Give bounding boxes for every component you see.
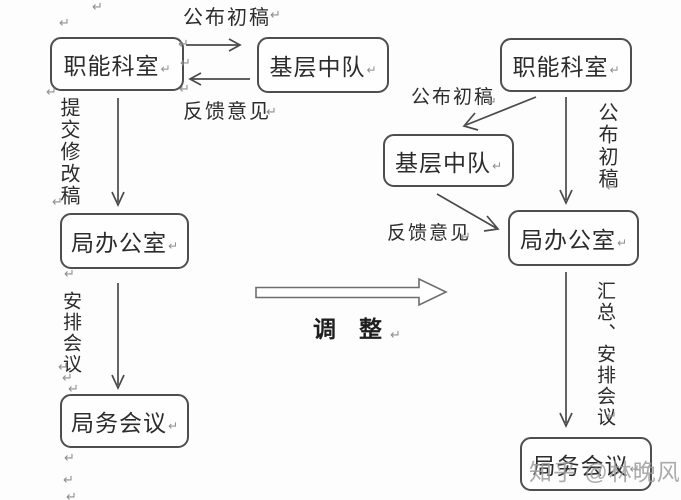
- node-label: 局务会议: [532, 454, 629, 479]
- return-mark-icon: ↵: [62, 371, 73, 386]
- return-mark-icon: ↵: [270, 8, 281, 23]
- watermark: 知乎 @林晚风: [529, 459, 681, 485]
- node-after-bureau-meeting: 局务会议 ↵: [520, 437, 652, 491]
- return-mark-icon: ↵: [167, 239, 179, 253]
- arrowhead-left-icon: [188, 72, 202, 86]
- return-mark-icon: ↵: [366, 63, 377, 77]
- arrowhead-downleft-icon: [462, 112, 479, 131]
- transition-label-adjust: 调 整: [313, 317, 382, 342]
- return-mark-icon: ↵: [390, 328, 401, 343]
- return-mark-icon: ↵: [160, 62, 171, 76]
- node-label: 局办公室: [70, 231, 167, 256]
- block-arrow-adjust: [255, 277, 448, 307]
- return-mark-icon: ↵: [179, 82, 190, 97]
- return-mark-icon: ↵: [180, 56, 191, 71]
- arrowhead-down-icon: [111, 191, 125, 208]
- node-before-bureau-meeting: 局务会议 ↵: [60, 394, 189, 448]
- return-mark-icon: ↵: [460, 230, 471, 245]
- return-mark-icon: ↵: [66, 490, 77, 500]
- arrowhead-right-icon: [228, 38, 242, 52]
- edge-label-submit-revised-draft: 提交修改稿: [57, 97, 79, 207]
- return-mark-icon: ↵: [616, 236, 628, 250]
- node-after-grassroots-squad: 基层中队 ↵: [383, 134, 514, 187]
- return-mark-icon: ↵: [68, 382, 79, 397]
- arrow-right-functional-to-squad: [465, 96, 537, 126]
- edge-label-publish-draft-to-squad: 公布初稿: [411, 87, 496, 108]
- edge-label-publish-draft-to-office: 公布初稿: [595, 102, 617, 190]
- return-mark-icon: ↵: [92, 0, 103, 15]
- return-mark-icon: ↵: [629, 462, 640, 476]
- edge-label-summarize-arrange-meeting: 汇总、安排会议: [594, 281, 615, 428]
- node-label: 职能科室: [512, 55, 609, 80]
- return-mark-icon: ↵: [266, 105, 277, 120]
- return-mark-icon: ↵: [491, 158, 503, 173]
- edge-label-feedback: 反馈意见: [183, 101, 271, 123]
- edge-label-feedback-right: 反馈意见: [387, 223, 472, 244]
- return-mark-icon: ↵: [606, 409, 617, 424]
- return-mark-icon: ↵: [63, 473, 74, 488]
- return-mark-icon: ↵: [64, 451, 75, 466]
- return-mark-icon: ↵: [606, 180, 617, 195]
- node-before-functional-section: 职能科室 ↵: [50, 37, 184, 91]
- return-mark-icon: ↵: [609, 63, 620, 77]
- node-label: 局办公室: [519, 228, 616, 253]
- arrowhead-down-icon: [559, 412, 573, 429]
- return-mark-icon: ↵: [178, 37, 189, 52]
- return-mark-icon: ↵: [64, 267, 75, 282]
- arrowhead-downright-icon: [483, 215, 500, 232]
- return-mark-icon: ↵: [486, 95, 497, 110]
- return-mark-icon: ↵: [52, 195, 63, 210]
- return-mark-icon: ↵: [59, 16, 70, 31]
- return-mark-icon: ↵: [58, 360, 69, 375]
- arrowhead-down-icon: [111, 374, 125, 391]
- return-mark-icon: ↵: [46, 85, 57, 100]
- node-label: 基层中队: [394, 150, 491, 176]
- arrowhead-down-icon: [559, 189, 573, 206]
- node-label: 基层中队: [269, 55, 366, 80]
- node-before-grassroots-squad: 基层中队 ↵: [257, 37, 389, 93]
- node-after-bureau-office: 局办公室 ↵: [508, 210, 639, 266]
- edge-label-publish-draft: 公布初稿: [183, 7, 271, 29]
- edge-label-arrange-meeting: 安排会议: [60, 291, 81, 375]
- node-label: 职能科室: [63, 54, 160, 79]
- node-after-functional-section: 职能科室 ↵: [500, 38, 632, 92]
- node-before-bureau-office: 局办公室 ↵: [60, 213, 189, 269]
- arrow-right-squad-to-office: [436, 193, 497, 229]
- return-mark-icon: ↵: [167, 419, 179, 433]
- node-label: 局务会议: [70, 411, 167, 436]
